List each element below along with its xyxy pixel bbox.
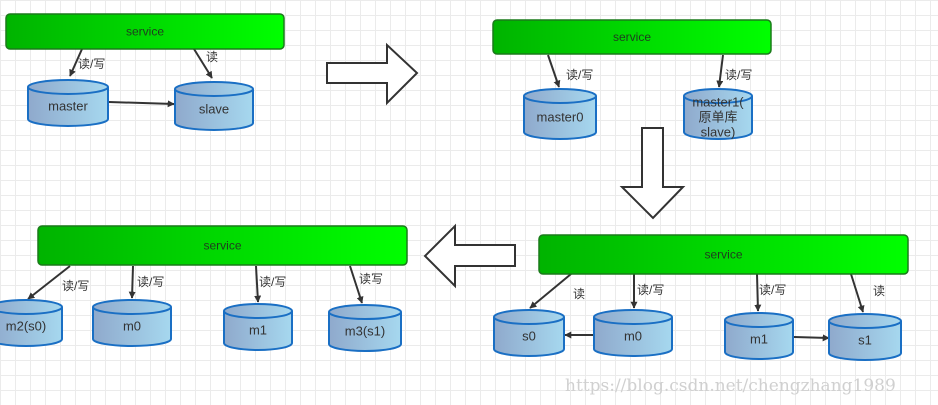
database-label: m1: [249, 323, 267, 338]
database-cylinder-icon: [223, 303, 293, 351]
edge-service-to-m1: [254, 265, 262, 303]
database-label: m0: [624, 329, 642, 344]
database-master0[interactable]: master0: [523, 88, 597, 140]
database-label: slave: [199, 102, 229, 117]
database-cylinder-icon: [724, 312, 794, 360]
panel-stage3: service s0 m0 m1 s1: [493, 234, 909, 361]
edge-label: 读/写: [637, 283, 664, 297]
service-node[interactable]: service: [37, 225, 408, 266]
edge-label: 读/写: [725, 68, 752, 82]
database-cylinder-rim: [493, 316, 565, 325]
database-master[interactable]: master: [27, 79, 109, 127]
database-cylinder-icon: [92, 299, 172, 347]
database-cylinder-rim: [27, 86, 109, 95]
service-box: [538, 234, 909, 275]
database-cylinder-icon: [493, 309, 565, 357]
edge-service-to-m1: [754, 273, 762, 312]
database-cylinder-rim: [724, 319, 794, 328]
service-label: service: [126, 25, 164, 39]
database-cylinder-rim: [174, 88, 254, 97]
service-node[interactable]: service: [5, 13, 285, 50]
service-label: service: [203, 239, 241, 253]
edge-service-to-m3s1: [349, 265, 364, 304]
edge-label: 读: [573, 287, 585, 301]
watermark-text: https://blog.csdn.net/chengzhang1989: [565, 376, 896, 396]
edge-label: 读/写: [566, 68, 593, 82]
database-m1[interactable]: m1: [223, 303, 293, 351]
database-cylinder-icon: [27, 79, 109, 127]
database-label: 原单库: [698, 110, 737, 125]
database-cylinder-icon: [0, 299, 63, 347]
database-label: master: [48, 99, 88, 114]
panel-stage4: service m2(s0) m0 m1 m3(s1): [0, 225, 408, 352]
panel-stage1: service master slave: [5, 13, 285, 131]
database-cylinder-rim: [223, 310, 293, 319]
service-label: service: [613, 30, 651, 44]
database-cylinder-rim: [92, 306, 172, 315]
edge-label: 读/写: [259, 275, 286, 289]
database-cylinder-rim: [593, 316, 673, 325]
edge-service-to-master1: [716, 54, 724, 88]
edge-service-to-master0: [547, 54, 561, 88]
database-label: master1(: [692, 95, 744, 110]
edge-label: 读: [873, 284, 885, 298]
database-cylinder-icon: [174, 81, 254, 131]
database-label: slave): [701, 125, 736, 140]
edge-m1-to-s1: [793, 334, 830, 342]
database-cylinder-rim: [328, 311, 402, 320]
database-s0[interactable]: s0: [493, 309, 565, 357]
service-box: [37, 225, 408, 266]
database-cylinder-rim: [828, 320, 902, 329]
edge-service-to-slave: [193, 48, 213, 79]
database-m1[interactable]: m1: [724, 312, 794, 360]
edge-service-to-m2s0: [27, 265, 71, 300]
edge-label: 读/写: [137, 275, 164, 289]
database-label: master0: [537, 110, 584, 125]
database-cylinder-icon: [328, 304, 402, 352]
edge-label: 读写: [359, 272, 383, 286]
database-m0[interactable]: m0: [92, 299, 172, 347]
transition-arrow-right-icon: [326, 42, 419, 106]
service-box: [492, 19, 772, 55]
edge-label: 读/写: [62, 279, 89, 293]
database-cylinder-rim: [683, 95, 753, 104]
database-label: m0: [123, 319, 141, 334]
edge-label: 读: [206, 50, 218, 64]
database-cylinder-icon: [828, 313, 902, 361]
database-m3s1[interactable]: m3(s1): [328, 304, 402, 352]
database-cylinder-icon: [593, 309, 673, 357]
edge-service-to-master: [69, 48, 83, 77]
service-box: [5, 13, 285, 50]
database-label: m3(s1): [345, 324, 385, 339]
database-slave[interactable]: slave: [174, 81, 254, 131]
database-s1[interactable]: s1: [828, 313, 902, 361]
service-label: service: [704, 248, 742, 262]
database-label: s1: [858, 333, 872, 348]
service-node[interactable]: service: [538, 234, 909, 275]
transition-arrow-down-icon: [619, 127, 686, 220]
database-m2s0[interactable]: m2(s0): [0, 299, 63, 347]
database-m0[interactable]: m0: [593, 309, 673, 357]
database-label: m2(s0): [6, 319, 46, 334]
edge-label: 读/写: [759, 283, 786, 297]
database-label: m1: [750, 332, 768, 347]
database-cylinder-rim: [523, 95, 597, 104]
edge-service-to-m0: [128, 265, 136, 299]
transition-arrow-left-icon: [423, 223, 516, 289]
service-node[interactable]: service: [492, 19, 772, 55]
database-cylinder-rim: [0, 306, 63, 315]
edge-master-to-slave: [108, 100, 175, 108]
edge-label: 读/写: [78, 57, 105, 71]
database-label: s0: [522, 329, 536, 344]
edge-service-to-s1: [850, 273, 865, 313]
edge-service-to-s0: [529, 273, 572, 309]
